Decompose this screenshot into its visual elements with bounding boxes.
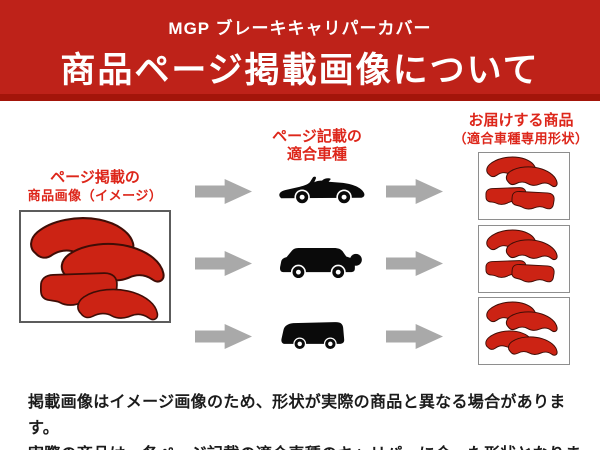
label-line: （適合車種専用形状） xyxy=(453,131,589,146)
disclaimer-text: 掲載画像はイメージ画像のため、形状が実際の商品と異なる場合があります。 実際の商… xyxy=(28,390,588,450)
caliper-shape xyxy=(510,263,555,284)
right-arrow-icon xyxy=(195,251,252,276)
vehicle-type-label: ページ記載の 適合車種 xyxy=(237,128,397,164)
caliper-shape xyxy=(510,190,555,211)
van-icon xyxy=(281,322,345,351)
header-accent-strip xyxy=(0,94,600,101)
page-title: 商品ページ掲載画像について xyxy=(60,51,540,90)
disclaimer-line-2: 実際の商品は、各ページ記載の適合車種のキャリパーに合った形状となります。 xyxy=(28,442,588,450)
sports-car-icon xyxy=(279,176,365,205)
sample-image-box xyxy=(19,210,171,323)
header-banner: MGP ブレーキキャリパーカバー 商品ページ掲載画像について xyxy=(0,0,600,94)
product-box-van xyxy=(478,297,570,365)
caliper-shape xyxy=(507,335,559,357)
label-line: ページ掲載の xyxy=(50,169,140,186)
right-arrow-icon xyxy=(386,251,443,276)
sample-image-label: ページ掲載の 商品画像（イメージ） xyxy=(15,169,175,205)
right-arrow-icon xyxy=(386,179,443,204)
disclaimer-line-1: 掲載画像はイメージ画像のため、形状が実際の商品と異なる場合があります。 xyxy=(28,394,566,437)
product-box-suv xyxy=(478,225,570,293)
right-arrow-icon xyxy=(195,324,252,349)
product-box-sports-car xyxy=(478,152,570,220)
right-arrow-icon xyxy=(386,324,443,349)
label-line: お届けする商品 xyxy=(468,112,574,129)
right-arrow-icon xyxy=(195,179,252,204)
suv-icon xyxy=(280,247,362,280)
label-line: ページ記載の xyxy=(272,128,362,145)
header-subtitle: MGP ブレーキキャリパーカバー xyxy=(168,19,432,38)
delivered-product-label: お届けする商品 （適合車種専用形状） xyxy=(436,112,600,148)
caliper-shape xyxy=(76,286,160,321)
label-line: 商品画像（イメージ） xyxy=(27,188,163,203)
label-line: 適合車種 xyxy=(286,146,347,163)
